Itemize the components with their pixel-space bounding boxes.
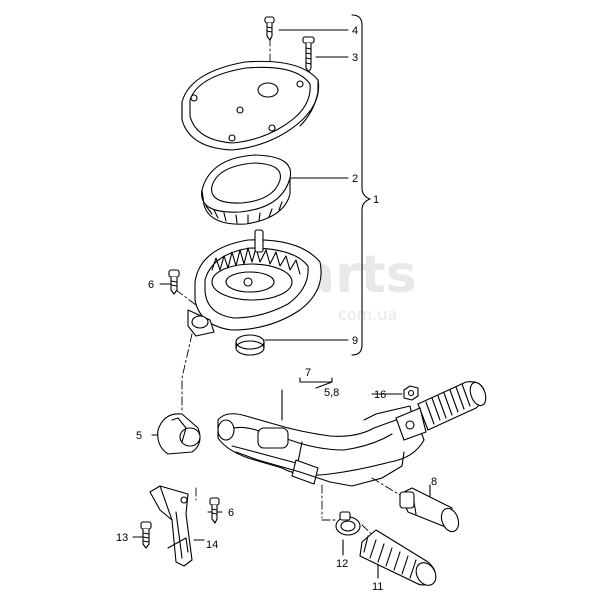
callout-labels: 4 3 2 1 6 9 7 5,8 16 5 8 6 13 14 12 11 [116,25,437,593]
callout-13: 13 [116,532,128,544]
callout-8: 8 [431,476,437,488]
bolt-item-6-upper [168,269,180,295]
callout-6-upper: 6 [148,279,154,291]
clip-item-5 [157,413,201,455]
air-cleaner-cover [181,60,320,151]
callout-12: 12 [336,558,348,570]
air-filter-element [201,154,292,225]
screw-item-4 [264,16,275,41]
watermark-sub: com.ua [338,305,397,324]
bolt-item-13 [140,521,152,549]
hose-clamp-item-12 [335,511,361,536]
bracket-item-14 [149,485,193,567]
callout-2: 2 [352,173,358,185]
callout-6-lower: 6 [228,507,234,519]
callout-9: 9 [352,335,358,347]
callout-14: 14 [206,539,218,551]
group-bracket [351,14,371,356]
callout-11: 11 [372,581,383,593]
intake-duct-item-7 [217,405,425,487]
air-cleaner-lower-housing [187,229,322,337]
callout-16: 16 [374,389,386,401]
screw-item-3 [302,36,315,73]
bolt-item-6-lower [209,497,220,524]
nut-item-16 [403,385,419,401]
bellows-hose-item-11 [359,529,437,586]
callout-4: 4 [352,25,358,37]
callout-3: 3 [352,52,358,64]
callout-7: 7 [305,367,311,379]
callout-7-sub: 5,8 [324,387,339,399]
connector-item-8 [399,487,460,533]
callout-5: 5 [136,430,142,442]
callout-1: 1 [373,194,379,206]
grommet-item-9 [235,334,265,356]
bellows-hose-upper [395,381,487,441]
